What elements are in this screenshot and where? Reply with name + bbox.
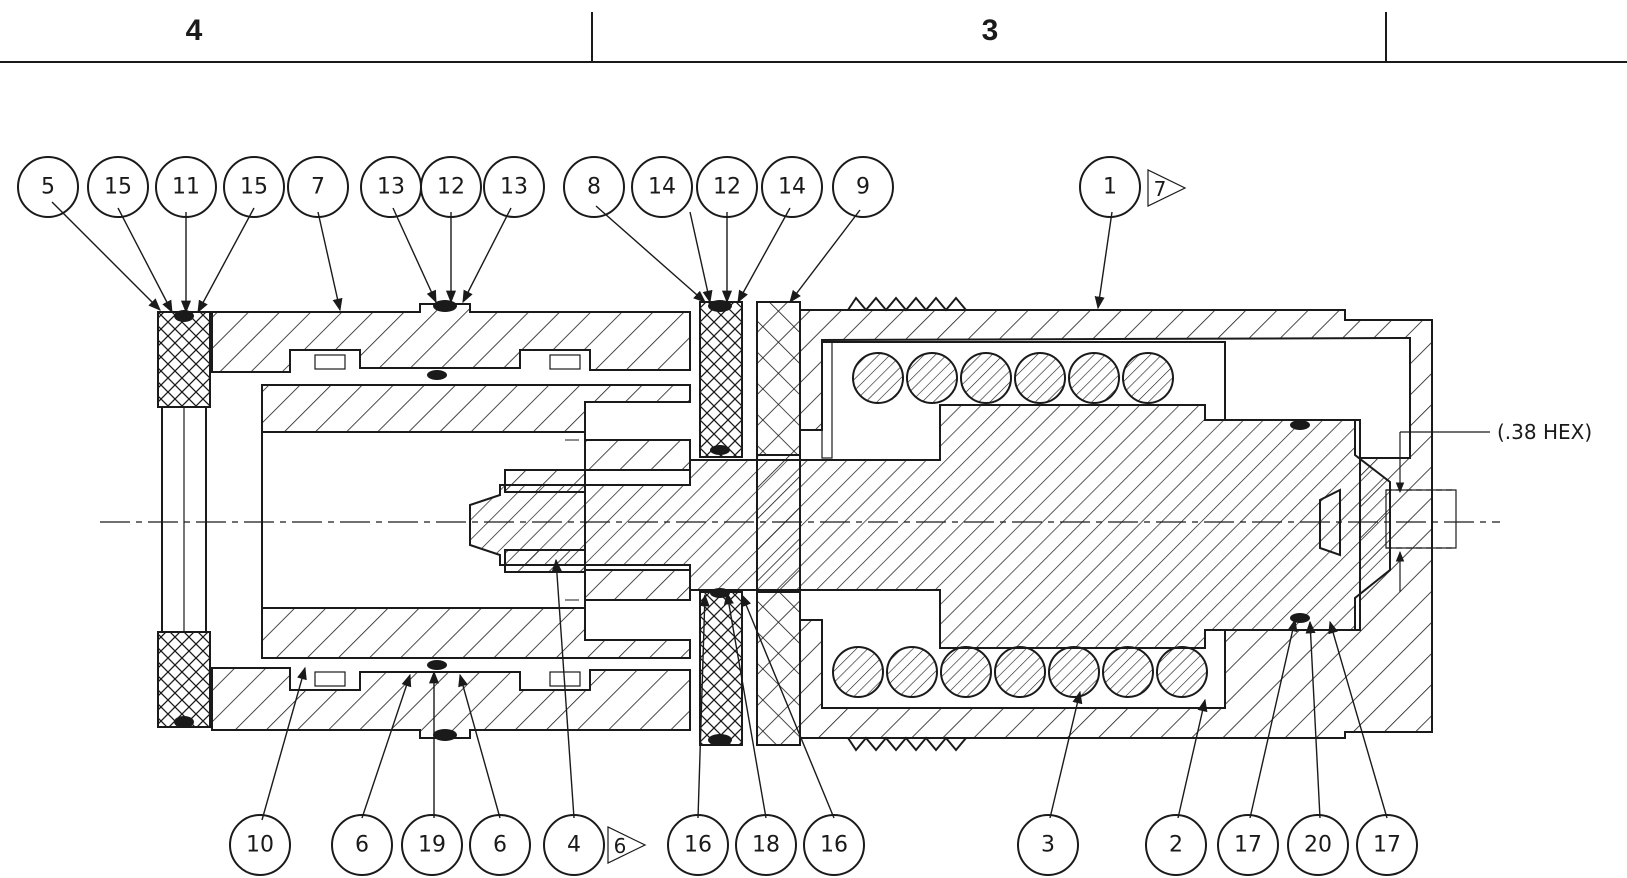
spring-coils-bottom [832, 646, 1208, 698]
balloon-label: 18 [752, 833, 780, 858]
balloon-item-7: 7 [287, 156, 349, 218]
sleeve-part [211, 303, 691, 739]
balloon-label: 13 [377, 175, 405, 200]
flag-note-7: 7 [1147, 169, 1187, 207]
balloon-label: 13 [500, 175, 528, 200]
balloon-item-1: 1 [1079, 156, 1141, 218]
balloon-item-8: 8 [563, 156, 625, 218]
balloon-label: 5 [41, 175, 55, 200]
balloon-item-6a: 6 [331, 814, 393, 876]
balloon-label: 14 [648, 175, 676, 200]
balloon-item-20: 20 [1287, 814, 1349, 876]
hex-size-note: (.38 HEX) [1497, 420, 1592, 444]
balloon-item-18: 18 [735, 814, 797, 876]
balloon-label: 8 [587, 175, 601, 200]
balloon-label: 10 [246, 833, 274, 858]
balloon-label: 4 [567, 833, 581, 858]
balloon-label: 16 [684, 833, 712, 858]
balloon-label: 1 [1103, 175, 1117, 200]
balloon-item-3: 3 [1017, 814, 1079, 876]
flag-label: 7 [1154, 177, 1167, 201]
flag-label: 6 [614, 834, 627, 858]
balloon-item-6b: 6 [469, 814, 531, 876]
balloon-item-16a: 16 [667, 814, 729, 876]
top-balloons: 5 15 11 15 7 13 12 13 8 14 12 14 9 1 7 [17, 156, 1187, 218]
balloon-label: 16 [820, 833, 848, 858]
balloon-label: 17 [1234, 833, 1262, 858]
balloon-label: 11 [172, 175, 200, 200]
balloon-item-11: 11 [155, 156, 217, 218]
balloon-label: 12 [713, 175, 741, 200]
balloon-label: 3 [1041, 833, 1055, 858]
balloon-item-14b: 14 [761, 156, 823, 218]
retainer-part [756, 301, 801, 746]
balloon-label: 9 [856, 175, 870, 200]
balloon-label: 7 [311, 175, 325, 200]
balloon-label: 19 [418, 833, 446, 858]
balloon-item-17b: 17 [1356, 814, 1418, 876]
flag-note-6: 6 [607, 826, 647, 864]
balloon-label: 6 [355, 833, 369, 858]
bottom-balloons: 10 6 19 6 4 6 16 18 16 3 2 17 20 17 [229, 814, 1418, 876]
balloon-item-14a: 14 [631, 156, 693, 218]
balloon-label: 17 [1373, 833, 1401, 858]
balloon-item-9: 9 [832, 156, 894, 218]
balloon-item-15b: 15 [223, 156, 285, 218]
hex-dimension: (.38 HEX) [1395, 420, 1592, 592]
balloon-item-12b: 12 [696, 156, 758, 218]
backup-ring-right [699, 301, 743, 458]
zone-strip: 4 3 [0, 12, 1627, 63]
balloon-item-2: 2 [1145, 814, 1207, 876]
spring-coils-top [852, 352, 1174, 404]
balloon-label: 2 [1169, 833, 1183, 858]
balloon-label: 15 [104, 175, 132, 200]
balloon-item-5: 5 [17, 156, 79, 218]
balloon-item-10: 10 [229, 814, 291, 876]
zone-label-3: 3 [982, 14, 999, 47]
balloon-item-16b: 16 [803, 814, 865, 876]
balloon-label: 6 [493, 833, 507, 858]
balloon-item-19: 19 [401, 814, 463, 876]
balloon-label: 20 [1304, 833, 1332, 858]
balloon-item-17a: 17 [1217, 814, 1279, 876]
poppet-stem [469, 404, 1391, 649]
backup-ring-left [157, 311, 211, 408]
cartridge-assembly [100, 296, 1500, 752]
balloon-label: 12 [437, 175, 465, 200]
balloon-item-13a: 13 [360, 156, 422, 218]
balloon-label: 15 [240, 175, 268, 200]
zone-label-4: 4 [186, 14, 203, 47]
balloon-item-4: 4 [543, 814, 605, 876]
balloon-label: 14 [778, 175, 806, 200]
balloon-item-15a: 15 [87, 156, 149, 218]
leader-lines [51, 201, 1388, 821]
balloon-item-13b: 13 [483, 156, 545, 218]
balloon-item-12a: 12 [420, 156, 482, 218]
